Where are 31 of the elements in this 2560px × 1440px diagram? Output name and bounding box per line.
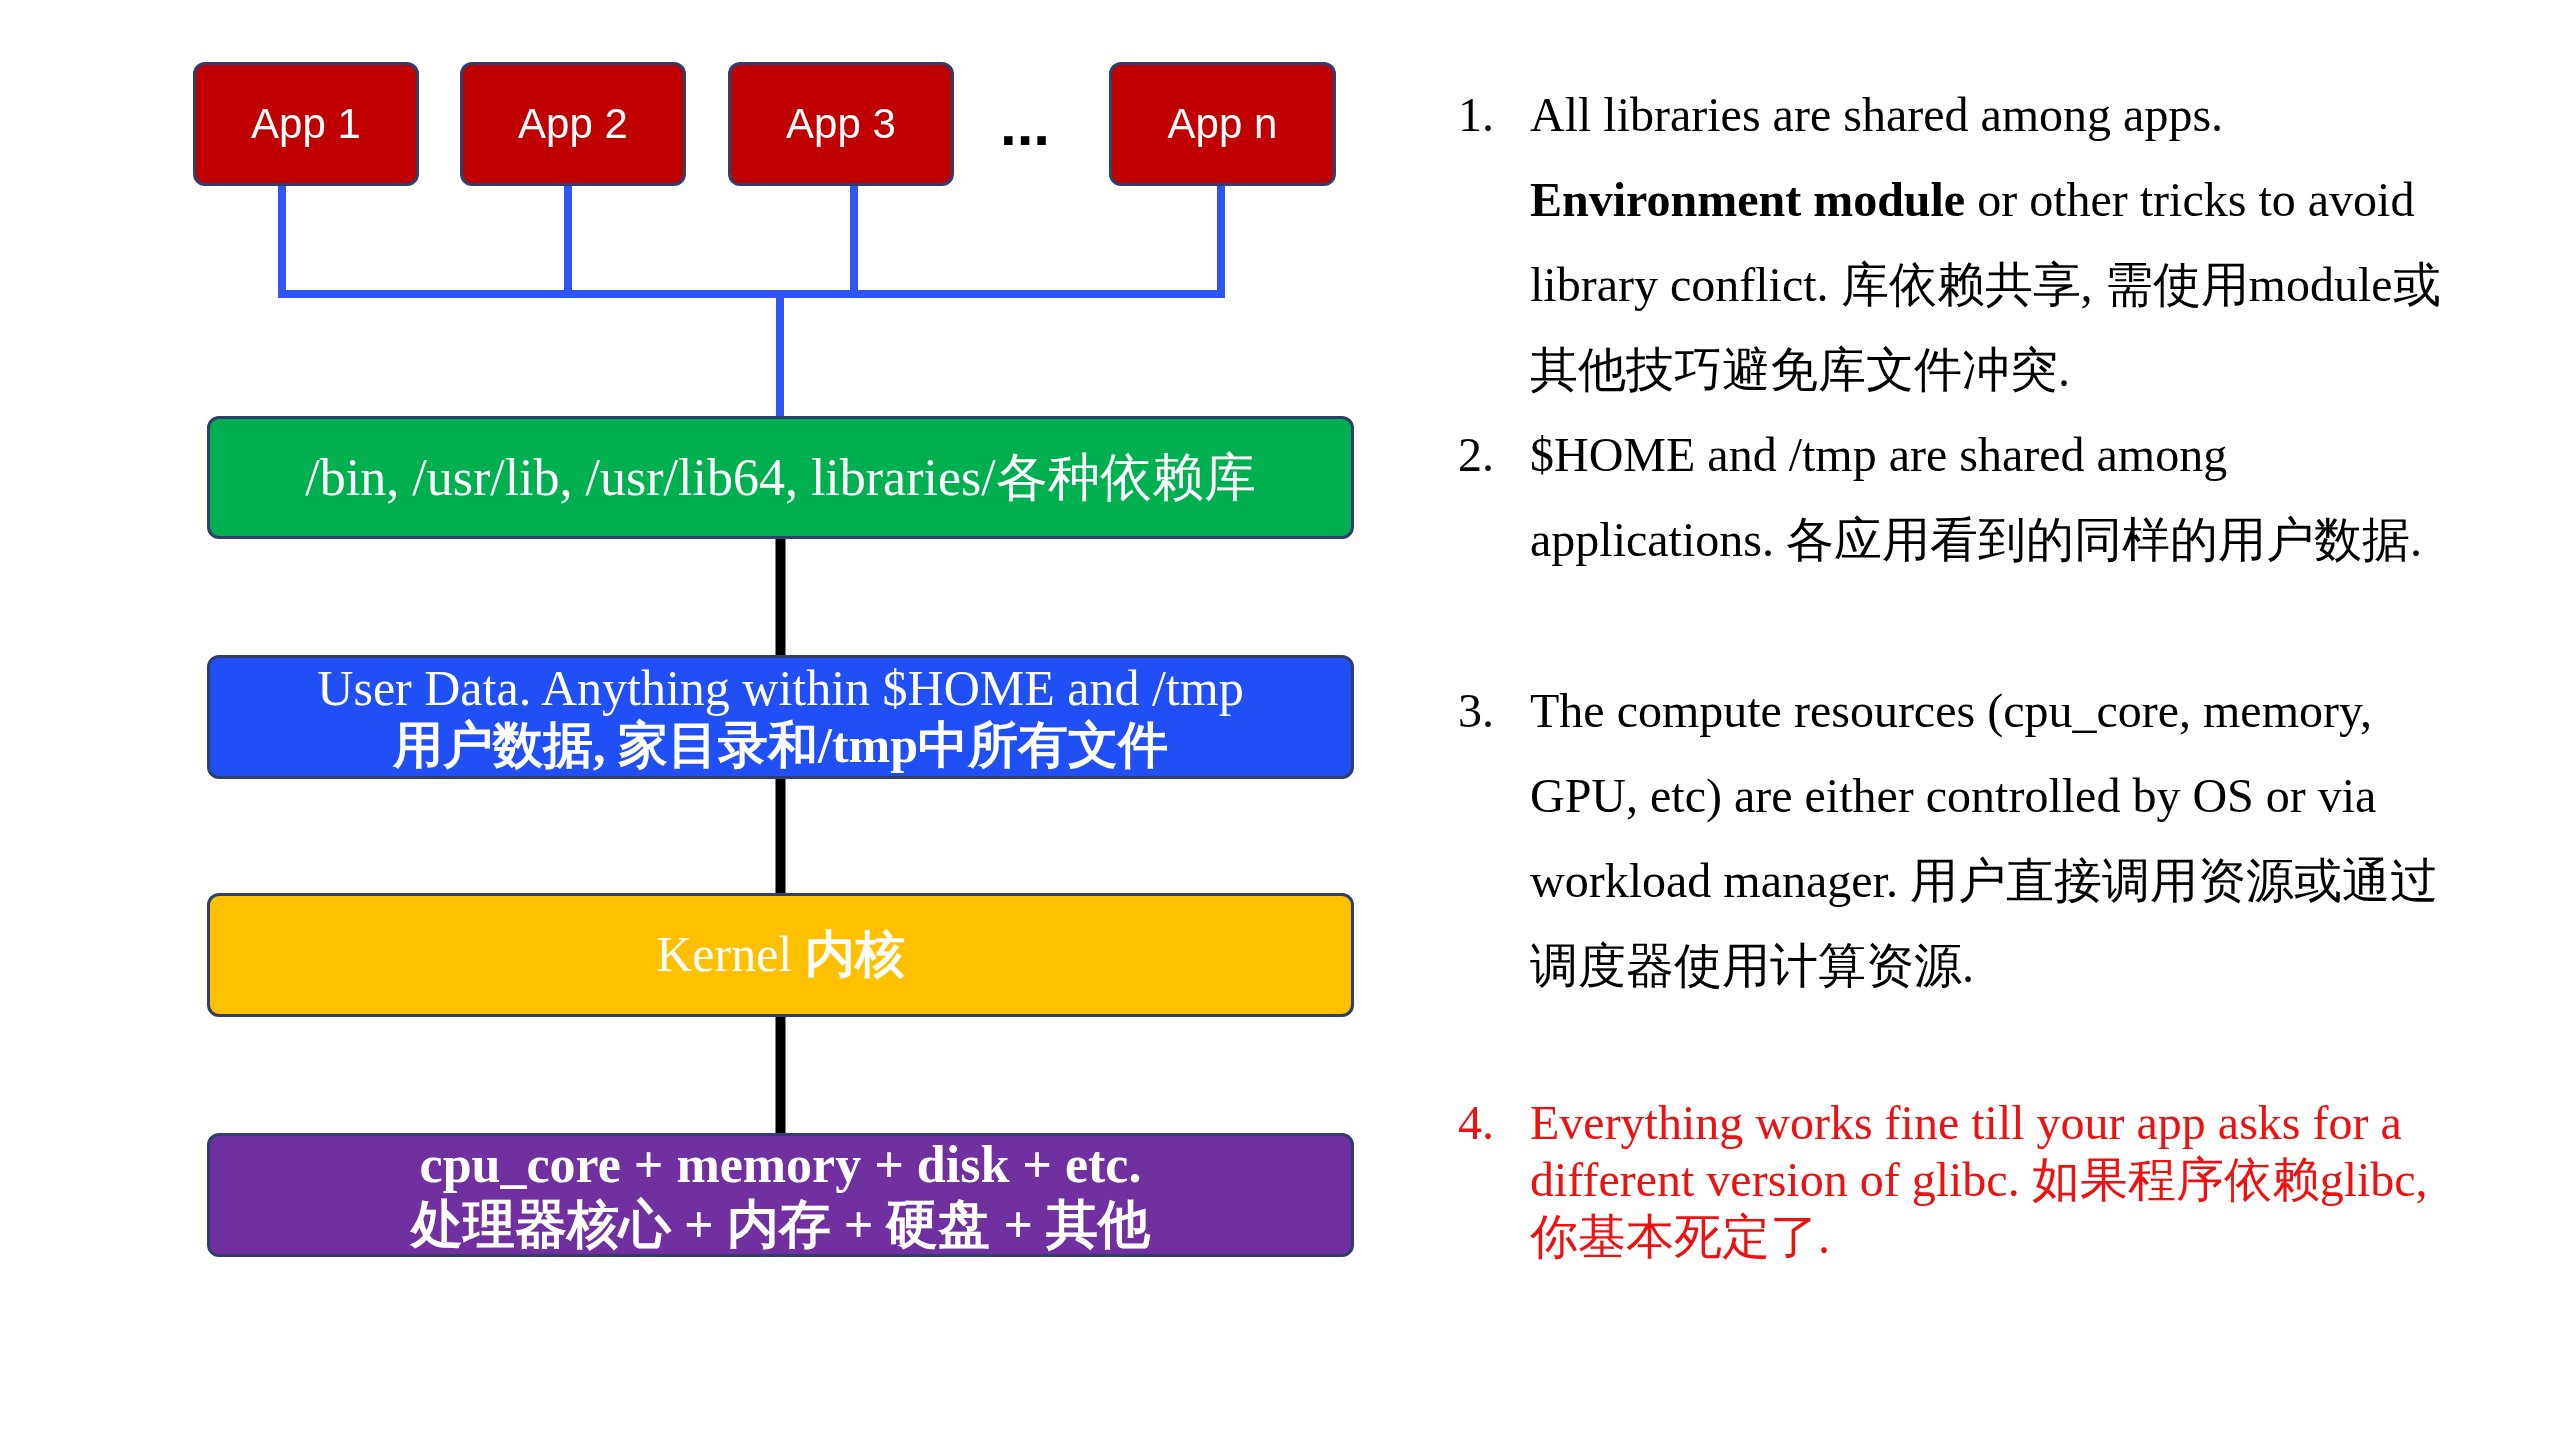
list-item: Everything works fine till your app asks for a different version of glibc. 如果程序依赖glibc, 你基本死定了. <box>1530 1095 2429 1265</box>
connector-line <box>776 186 1225 416</box>
layer-label: Kernel 内核 <box>656 926 905 984</box>
list-item: All libraries are shared among apps. Environment module or other tricks to avoid library conflict. 库依赖共享, 需使用module或其他技巧避免库文件冲突. <box>1530 87 2442 398</box>
list-number: 1. <box>1458 87 1495 143</box>
layer-label: /bin, /usr/lib, /usr/lib64, libraries/各种依赖库 <box>305 447 1256 508</box>
connector-line <box>775 1017 786 1133</box>
list-number: 4. <box>1458 1095 1495 1151</box>
ellipsis: ... <box>1000 95 1050 155</box>
app-label: App 1 <box>251 100 361 148</box>
layer-label: 处理器核心 + 内存 + 硬盘 + 其他 <box>411 1195 1150 1255</box>
layer-label: 用户数据, 家目录和/tmp中所有文件 <box>393 717 1168 775</box>
app-label: App 3 <box>786 100 896 148</box>
layer-label: cpu_core + memory + disk + etc. <box>419 1135 1142 1195</box>
connector-line <box>775 539 786 655</box>
layer-label: User Data. Anything within $HOME and /tmp <box>317 659 1244 717</box>
app-box <box>728 62 954 186</box>
list-number: 2. <box>1458 427 1495 483</box>
connector-line <box>775 779 786 893</box>
layer-box <box>207 893 1354 1017</box>
layer-box <box>207 1133 1354 1257</box>
app-box <box>193 62 419 186</box>
list-item: $HOME and /tmp are shared among applications. 各应用看到的同样的用户数据. <box>1530 427 2423 568</box>
app-label: App n <box>1167 100 1278 148</box>
app-label: App 2 <box>518 100 628 148</box>
app-box <box>1109 62 1336 186</box>
list-number: 3. <box>1458 683 1495 739</box>
layer-box <box>207 655 1354 779</box>
layer-box <box>207 416 1354 539</box>
app-box <box>460 62 686 186</box>
list-item: The compute resources (cpu_core, memory, GPU, etc) are either controlled by OS or via workload manager. 用户直接调用资源或通过调度器使用计算资源. <box>1530 683 2439 994</box>
